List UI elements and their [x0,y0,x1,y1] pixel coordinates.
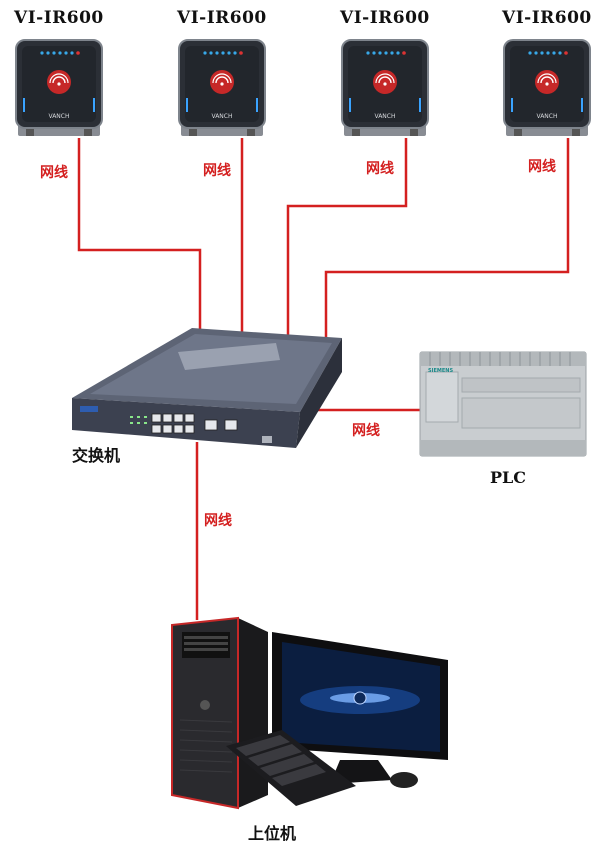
hp-logo-icon [353,691,367,705]
cable-reader-3 [286,138,408,345]
svg-text:VANCH: VANCH [48,113,69,120]
svg-text:VANCH: VANCH [211,113,232,120]
svg-text:SIEMENS: SIEMENS [428,368,453,374]
cable-label-reader-2: 网线 [203,163,231,179]
computer-label: 上位机 [248,824,297,843]
reader-3-title: VI-IR600 [340,8,430,28]
reader-2-title: VI-IR600 [177,8,267,28]
cable-label-reader-3: 网线 [366,161,394,177]
cable-label-computer: 网线 [204,513,232,529]
rfid-reader-3: VANCH [340,38,430,138]
cable-label-reader-4: 网线 [528,159,556,175]
switch-label: 交换机 [72,446,121,465]
rfid-reader-1: VANCH [14,38,104,138]
reader-4-title: VI-IR600 [502,8,592,28]
plc-label: PLC [490,468,527,487]
rfid-reader-4: VANCH [502,38,592,138]
cable-label-plc: 网线 [352,423,380,439]
cable-reader-1 [77,138,202,333]
cable-label-reader-1: 网线 [40,165,68,181]
svg-text:VANCH: VANCH [536,113,557,120]
reader-1-title: VI-IR600 [14,8,104,28]
rfid-reader-2: VANCH [177,38,267,138]
svg-text:VANCH: VANCH [374,113,395,120]
cable-reader-4 [324,138,570,345]
